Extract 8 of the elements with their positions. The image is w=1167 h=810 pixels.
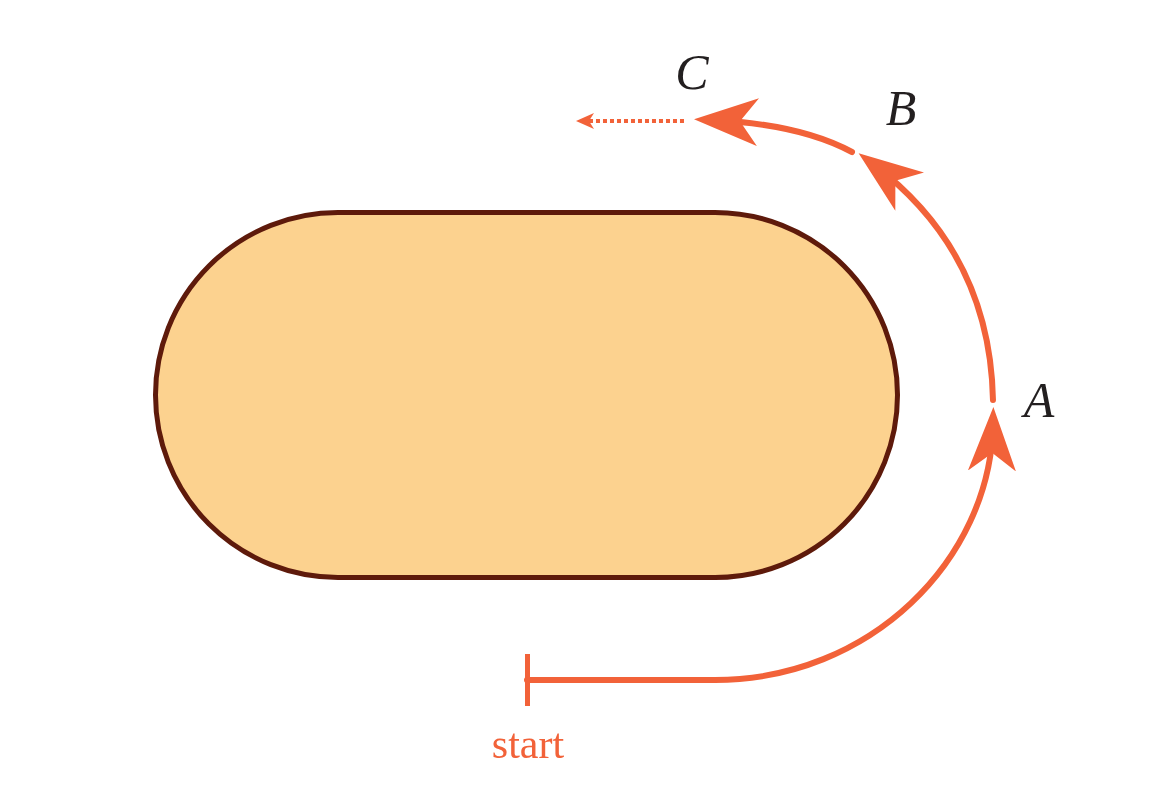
point-label: A xyxy=(1023,375,1055,425)
start-label: start xyxy=(491,723,565,765)
point-label: B xyxy=(885,83,917,133)
arrow xyxy=(576,113,684,129)
arrow xyxy=(694,98,855,155)
point-label: C xyxy=(675,47,709,97)
arrow xyxy=(524,407,1013,707)
arrow xyxy=(859,152,996,403)
